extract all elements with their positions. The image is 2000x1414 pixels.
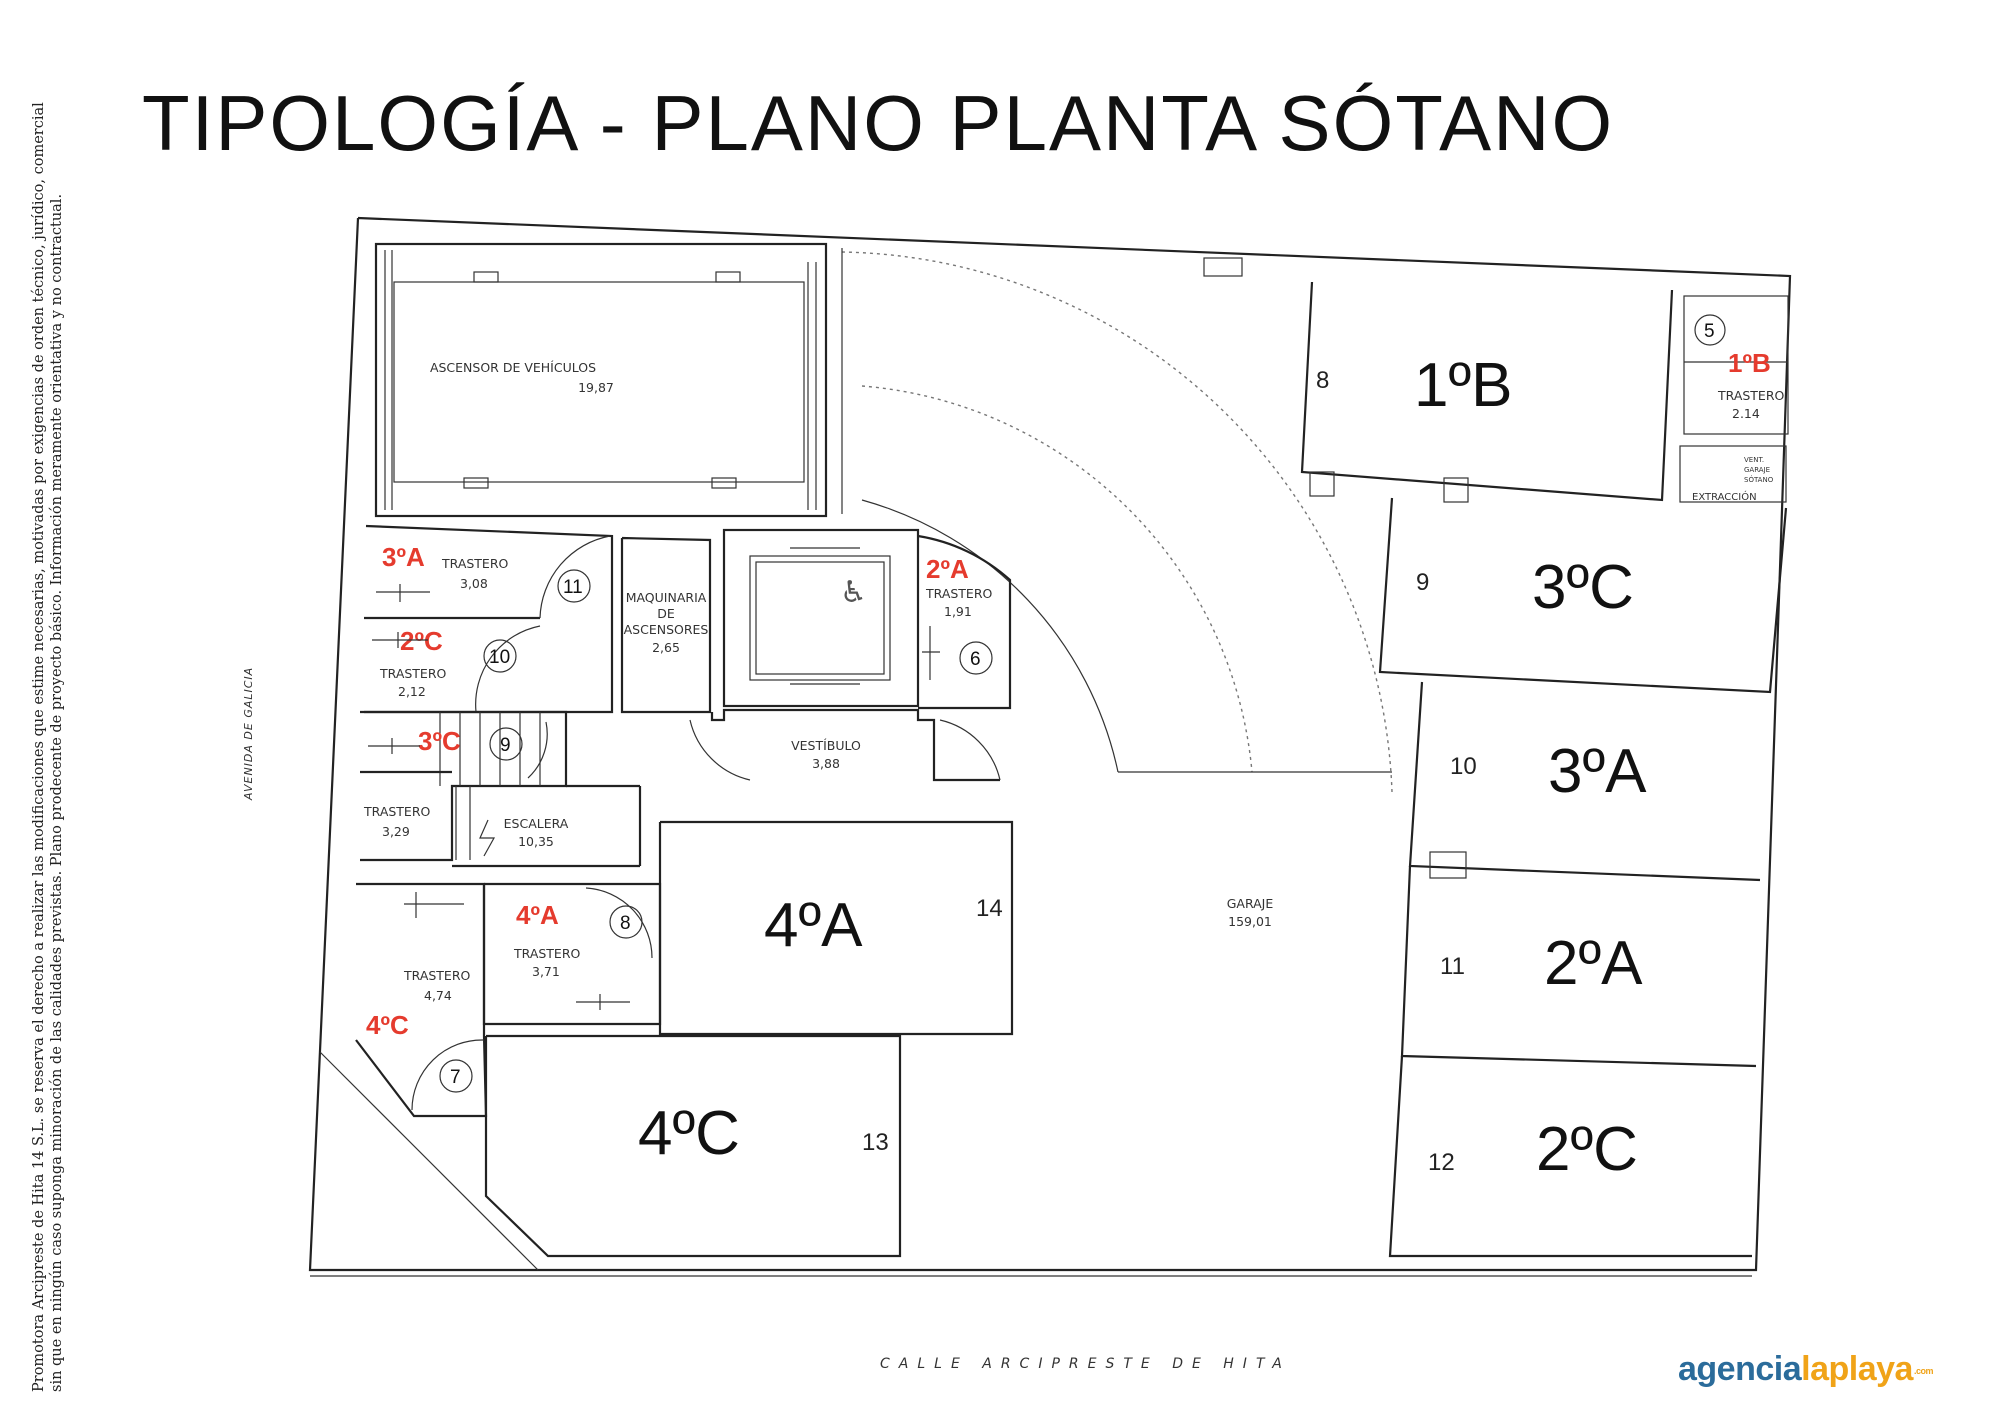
storage-10-number: 10 [489, 647, 510, 668]
corner-diagonal [319, 1051, 539, 1271]
storage-9-number: 9 [500, 735, 511, 756]
building-outline [308, 216, 1792, 1272]
passenger-lift [722, 528, 920, 708]
space-12-outline [1388, 1055, 1752, 1258]
stairs-label: ESCALERA [504, 816, 569, 831]
stairs-area: 10,35 [518, 834, 554, 849]
storage-10-unit: 2ºC [400, 626, 443, 656]
stairs: ESCALERA 10,35 [360, 710, 642, 868]
storage-8-unit: 4ºA [516, 900, 559, 930]
storage-6-number: 6 [970, 649, 981, 670]
storage-8-area: 3,71 [532, 964, 560, 979]
storage-6-area: 1,91 [944, 604, 972, 619]
storage-6: 6 2ºA TRASTERO 1,91 [917, 534, 1012, 710]
vehicle-lift: ASCENSOR DE VEHÍCULOS 19,87 [374, 242, 828, 518]
logo-part-1: agencia [1678, 1350, 1802, 1388]
space-13-unit: 4ºC [638, 1099, 740, 1168]
space-8-unit: 1ºB [1414, 351, 1512, 420]
storage-8-label: TRASTERO [513, 946, 581, 961]
storage-10-label: TRASTERO [379, 666, 447, 681]
storage-5-area: 2.14 [1732, 406, 1760, 421]
storage-11-unit: 3ºA [382, 542, 425, 572]
space-9-outline [1378, 497, 1788, 694]
agency-logo: agencialaplaya.com [1678, 1350, 1933, 1389]
space-13: 13 4ºC [484, 1034, 902, 1258]
space-12-unit: 2ºC [1536, 1115, 1638, 1184]
space-11-number: 11 [1440, 953, 1465, 980]
machinery-line-2: DE [657, 606, 675, 621]
machinery-room: MAQUINARIA DE ASCENSORES 2,65 [620, 536, 712, 714]
vent-line-3: SÓTANO [1744, 475, 1774, 484]
storage-6-unit: 2ºA [926, 554, 969, 584]
ramp-inner-arc [861, 499, 1119, 773]
logo-suffix: .com [1913, 1366, 1934, 1377]
storage-9-label: TRASTERO [363, 804, 431, 819]
space-9-unit: 3ºC [1532, 553, 1634, 622]
storage-8: 8 4ºA TRASTERO 3,71 [482, 882, 662, 1026]
vent-room [1679, 445, 1787, 503]
storage-9-area: 3,29 [382, 824, 410, 839]
storage-7: 7 4ºC TRASTERO 4,74 [355, 882, 488, 1118]
logo-part-2: laplaya [1801, 1350, 1913, 1388]
ramp-outer-arc [841, 251, 1393, 793]
space-12-number: 12 [1428, 1149, 1455, 1176]
space-14-unit: 4ºA [764, 891, 863, 960]
storage-5-unit: 1ºB [1728, 348, 1771, 378]
storage-11: 11 3ºA TRASTERO 3,08 [376, 535, 611, 619]
storage-7-label: TRASTERO [403, 968, 471, 983]
storage-7-area: 4,74 [424, 988, 452, 1003]
vehicle-lift-area: 19,87 [578, 380, 614, 395]
space-11-unit: 2ºA [1544, 929, 1643, 998]
vehicle-lift-label: ASCENSOR DE VEHÍCULOS [430, 360, 596, 375]
space-14-number: 14 [976, 895, 1003, 922]
page-title: TIPOLOGÍA - PLANO PLANTA SÓTANO [142, 79, 1615, 167]
vestibule: VESTÍBULO 3,88 [689, 708, 1001, 782]
street-label: CALLE ARCIPRESTE DE HITA [880, 1356, 1291, 1372]
storage-9: 9 3ºC TRASTERO 3,29 [360, 721, 548, 839]
vestibule-label: VESTÍBULO [791, 738, 861, 753]
space-10-unit: 3ºA [1548, 737, 1647, 806]
space-8-number: 8 [1316, 367, 1329, 394]
storage-10-area: 2,12 [398, 684, 426, 699]
storage-8-number: 8 [620, 913, 631, 934]
space-14: 14 4ºA [658, 820, 1014, 1036]
storage-5-number: 5 [1704, 321, 1715, 342]
extraction-label: EXTRACCIÓN [1692, 490, 1757, 503]
storage-6-label: TRASTERO [925, 586, 993, 601]
space-9-number: 9 [1416, 569, 1429, 596]
vent-line-1: VENT. [1744, 456, 1764, 464]
storage-7-unit: 4ºC [366, 1010, 409, 1040]
space-8-outline [1300, 281, 1674, 502]
garage-label: GARAJE [1227, 896, 1274, 911]
storage-5: 5 1ºB TRASTERO 2.14 [1683, 295, 1789, 435]
storage-7-number: 7 [450, 1067, 461, 1088]
space-13-number: 13 [862, 1129, 889, 1156]
machinery-area: 2,65 [652, 640, 680, 655]
ramp-mid-arc [861, 385, 1253, 773]
storage-10: 10 2ºC TRASTERO 2,12 [372, 625, 541, 713]
wheelchair-icon: ♿ [840, 575, 867, 610]
storage-11-area: 3,08 [460, 576, 488, 591]
machinery-line-3: ASCENSORES [624, 622, 709, 637]
storage-9-unit: 3ºC [418, 726, 461, 756]
space-10-number: 10 [1450, 753, 1477, 780]
storage-5-label: TRASTERO [1717, 388, 1785, 403]
machinery-line-1: MAQUINARIA [626, 590, 707, 605]
storage-11-label: TRASTERO [441, 556, 509, 571]
vent-line-2: GARAJE [1744, 466, 1770, 474]
garage-area: 159,01 [1228, 914, 1272, 929]
storage-11-number: 11 [563, 577, 583, 598]
side-street-label: AVENIDA DE GALICIA [242, 667, 255, 801]
vestibule-area: 3,88 [812, 756, 840, 771]
